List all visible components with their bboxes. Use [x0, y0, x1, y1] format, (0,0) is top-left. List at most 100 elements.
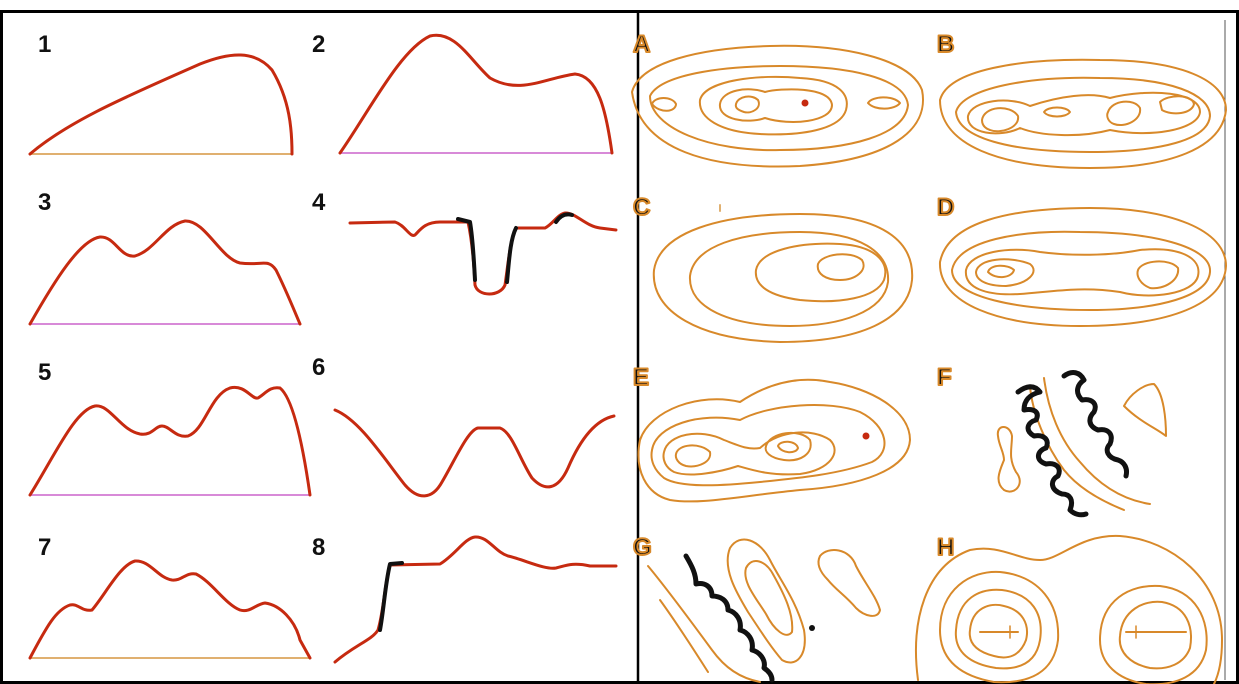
contour-line	[1099, 584, 1208, 684]
contour-line	[662, 431, 836, 476]
contour-line	[649, 65, 909, 152]
summit-dot	[862, 432, 870, 440]
map-label: H	[937, 534, 954, 561]
contour-line	[631, 44, 924, 168]
profile-4: 4	[312, 189, 618, 296]
contour-line	[688, 231, 890, 327]
spot-dot	[809, 625, 815, 631]
profile-curve	[348, 211, 618, 296]
contour-line	[674, 444, 712, 468]
contour-line	[659, 599, 709, 673]
contour-line	[817, 549, 881, 617]
contour-line	[954, 588, 1042, 670]
map-label: C	[633, 194, 650, 221]
contour-line	[1123, 383, 1167, 437]
contour-line	[816, 253, 865, 281]
profile-2: 2	[312, 31, 614, 155]
contour-line	[967, 91, 1201, 137]
contour-line	[1159, 95, 1195, 115]
profile-6: 6	[312, 354, 616, 498]
cliff-hachures	[683, 553, 775, 683]
contour-map-B: B	[936, 30, 1227, 169]
contour-map-A: A	[631, 30, 924, 168]
profile-7: 7	[28, 534, 312, 660]
profile-label: 2	[312, 31, 325, 58]
cliff-mark	[505, 226, 518, 284]
cliff-mark	[1015, 384, 1089, 518]
contour-line	[939, 570, 1060, 684]
map-label: D	[937, 194, 954, 221]
cliff-mark	[554, 212, 574, 224]
profile-label: 5	[38, 359, 51, 386]
contour-line	[637, 378, 911, 503]
contour-line	[867, 96, 901, 110]
contour-line	[651, 97, 677, 112]
profile-label: 8	[312, 534, 325, 561]
profile-curve	[333, 408, 616, 498]
contour-line	[718, 88, 833, 123]
map-label: F	[937, 364, 952, 391]
contour-line	[939, 58, 1227, 169]
contour-line	[650, 404, 886, 487]
contour-line	[981, 107, 1020, 133]
profile-label: 1	[38, 31, 51, 58]
profile-3: 3	[28, 189, 302, 326]
contour-line	[1043, 106, 1071, 118]
profile-8: 8	[312, 534, 618, 664]
contour-map-G: G	[632, 533, 881, 683]
profiles-panel: 1 2 3 4 5	[28, 31, 618, 664]
profile-curve	[28, 219, 302, 326]
contour-line	[754, 242, 887, 303]
contour-line	[777, 440, 799, 454]
profile-curve	[333, 535, 618, 664]
contour-line	[975, 258, 1035, 287]
cliff-hachures	[1015, 370, 1129, 518]
contour-map-F: F	[936, 363, 1167, 518]
contour-map-E: E	[632, 363, 911, 503]
contour-line	[647, 565, 761, 683]
contour-map-H: H	[915, 533, 1223, 684]
map-label: B	[937, 31, 954, 58]
profile-1: 1	[28, 31, 294, 156]
contour-line	[996, 426, 1021, 493]
profile-label: 4	[312, 189, 326, 216]
contour-line	[764, 431, 812, 462]
contour-line	[915, 534, 1223, 684]
contour-line	[1136, 260, 1180, 290]
map-label: A	[633, 31, 650, 58]
contour-line	[938, 207, 1227, 327]
cliff-mark	[456, 217, 477, 282]
map-label: E	[633, 364, 649, 391]
contour-line	[955, 76, 1211, 153]
contour-map-D: D	[936, 193, 1227, 327]
contour-line	[1106, 100, 1142, 126]
contour-line	[726, 538, 806, 664]
profile-curve	[28, 53, 294, 156]
contour-panel: A B C	[631, 30, 1227, 684]
contour-line	[951, 230, 1212, 311]
cliff-mark	[683, 553, 775, 683]
summit-dot	[801, 99, 809, 107]
profile-label: 3	[38, 189, 51, 216]
contour-line	[698, 75, 848, 136]
contour-line	[987, 264, 1015, 278]
map-label: G	[633, 534, 652, 561]
cliff-mark	[378, 561, 404, 632]
contour-line	[1043, 377, 1151, 505]
profile-curve	[28, 385, 312, 497]
contour-line	[964, 248, 1200, 297]
contour-line	[652, 213, 914, 343]
contour-line	[968, 603, 1028, 659]
profile-curve	[338, 33, 614, 155]
contour-line	[1118, 600, 1192, 670]
profile-label: 7	[38, 534, 51, 561]
contour-map-C: C	[632, 193, 914, 343]
cliff-mark	[1061, 370, 1129, 479]
contour-line	[734, 95, 760, 114]
profile-5: 5	[28, 359, 312, 497]
contour-line	[744, 560, 794, 636]
profile-label: 6	[312, 354, 325, 381]
outer-frame	[0, 10, 1239, 684]
profile-curve	[28, 559, 312, 660]
